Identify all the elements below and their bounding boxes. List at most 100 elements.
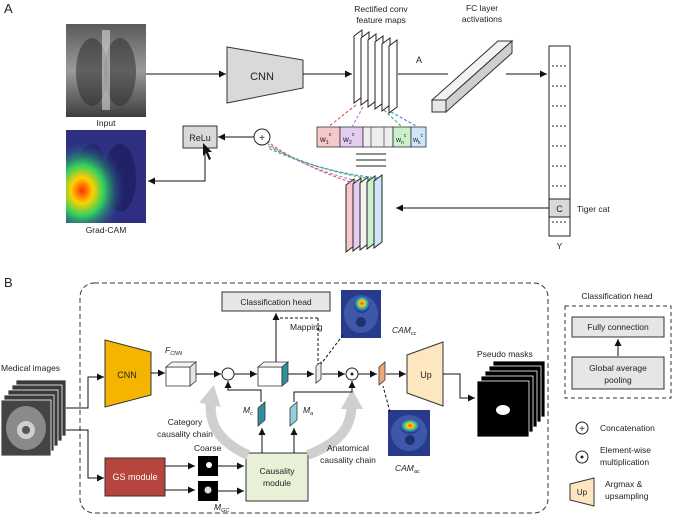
arrow-images-gs: [66, 429, 104, 482]
up-legend-label: Up: [577, 488, 588, 497]
mgc-label: MGC: [214, 502, 229, 514]
fully-connection-box: [571, 316, 665, 338]
cam-ac-heatmap-image: [388, 410, 430, 456]
rect-conv-line1: Rectified conv: [354, 4, 408, 14]
anatomical-chain-line2: causality chain: [320, 455, 376, 465]
fc-layer-bar: [430, 39, 514, 114]
elementwise-dot: [580, 455, 584, 459]
input-label: Input: [97, 118, 117, 128]
anatomical-chain-arrow: [306, 389, 363, 460]
output-vector: [548, 45, 571, 237]
mapping-label: Mapping: [290, 322, 323, 332]
weight-1-text: w1c: [319, 132, 332, 146]
cam-ac-link: [382, 385, 391, 413]
relu-box: [182, 125, 218, 149]
multiply-dot: [350, 372, 354, 376]
relu-label: ReLu: [189, 133, 211, 143]
fully-connection-label: Fully connection: [587, 322, 649, 332]
cam-cc-label: CAMcc: [392, 325, 417, 337]
weighted-feature-maps: [345, 174, 383, 253]
cnn-block-a: [226, 46, 304, 104]
gap-line2: pooling: [604, 375, 632, 385]
gs-module-label: GS module: [112, 472, 157, 482]
pseudo-masks-label: Pseudo masks: [477, 349, 533, 359]
cam-cc-slice: [315, 361, 322, 384]
rect-conv-line2: feature maps: [356, 15, 406, 25]
cam-ac-slice: [378, 361, 386, 386]
causality-line2: module: [263, 478, 291, 488]
gs-module-box: [104, 457, 166, 497]
elementwise-line1: Element-wise: [600, 445, 651, 455]
cam-cc-link: [320, 334, 344, 365]
y-label: Y: [557, 241, 563, 251]
causality-line1: Causality: [260, 466, 296, 476]
concat-symbol: +: [579, 424, 585, 435]
classification-head-label: Classification head: [240, 297, 312, 307]
causality-module-box: [245, 452, 309, 502]
argmax-line2: upsampling: [605, 491, 649, 501]
weight-n-text: wnc: [395, 133, 407, 146]
map-weight-links: [327, 104, 419, 128]
arrow-relu-gradcam: [148, 148, 206, 185]
concatenation-icon: [575, 421, 589, 435]
coarse-mask-blob: [206, 462, 212, 468]
arrow-up-masks: [443, 373, 475, 402]
anatomical-chain-line1: Anatomical: [327, 443, 369, 453]
up-block-b: [406, 341, 444, 407]
pseudo-masks-stack: [476, 360, 546, 438]
category-multiply-circle: [221, 367, 235, 381]
up-legend-icon: [569, 477, 595, 507]
input-xray-image: [66, 24, 146, 117]
f-cnn-feature-cube: [164, 361, 198, 387]
class-c-label: C: [556, 204, 563, 214]
class-weights-bar: [316, 126, 427, 148]
weight-cell-3: [362, 126, 394, 148]
argmax-line1: Argmax &: [605, 479, 643, 489]
up-label-b: Up: [420, 370, 432, 380]
coarse-label: Coarse: [194, 443, 222, 453]
medical-images-stack: [0, 379, 67, 457]
cam-cc-heatmap-image: [341, 290, 381, 338]
fc-line2: activations: [462, 14, 502, 24]
arrow-images-cnn: [66, 373, 104, 409]
category-chain-line1: Category: [168, 417, 203, 427]
weight-k-text: wkc: [412, 133, 424, 146]
legend-head-box: [564, 305, 672, 399]
arrow-mc-circle: [224, 381, 262, 402]
cursor-icon: [203, 143, 212, 160]
category-feature-cube: [256, 361, 290, 387]
mgc-mask-blob: [204, 486, 212, 494]
weight-2-text: w2c: [342, 132, 355, 146]
f-cnn-label: FCNN: [165, 345, 182, 357]
legend-title: Classification head: [581, 291, 653, 301]
weight-cell-k: [410, 126, 427, 148]
concatenation-label: Concatenation: [600, 423, 655, 433]
panel-b-label: B: [4, 275, 13, 290]
arrow-ma-multiply: [293, 381, 356, 402]
gradcam-label: Grad-CAM: [86, 225, 127, 235]
cnn-label-b: CNN: [117, 370, 137, 380]
category-chain-line2: causality chain: [157, 429, 213, 439]
classification-head-box: [221, 291, 331, 312]
ma-slice: [289, 401, 298, 427]
gap-line1: Global average: [589, 363, 647, 373]
ma-label: Ma: [303, 405, 313, 417]
panel-a-label: A: [4, 1, 13, 16]
category-chain-arrow: [199, 385, 251, 460]
mc-slice: [257, 401, 266, 427]
gap-box: [571, 356, 665, 390]
cnn-label-a: CNN: [250, 71, 274, 83]
gradcam-image: [66, 130, 146, 223]
weighted-sum-links: [267, 141, 379, 183]
tiger-cat-label: Tiger cat: [577, 204, 610, 214]
cam-ac-label: CAMac: [395, 463, 420, 475]
elementwise-line2: multiplication: [600, 457, 649, 467]
mc-label: Mc: [243, 405, 253, 417]
framework-dashed-box: [79, 282, 549, 514]
medical-images-label: Medical images: [1, 363, 60, 373]
a-label: A: [416, 55, 422, 65]
fc-line1: FC layer: [466, 3, 498, 13]
sum-symbol: +: [259, 133, 265, 144]
rectified-feature-maps: [353, 29, 398, 114]
